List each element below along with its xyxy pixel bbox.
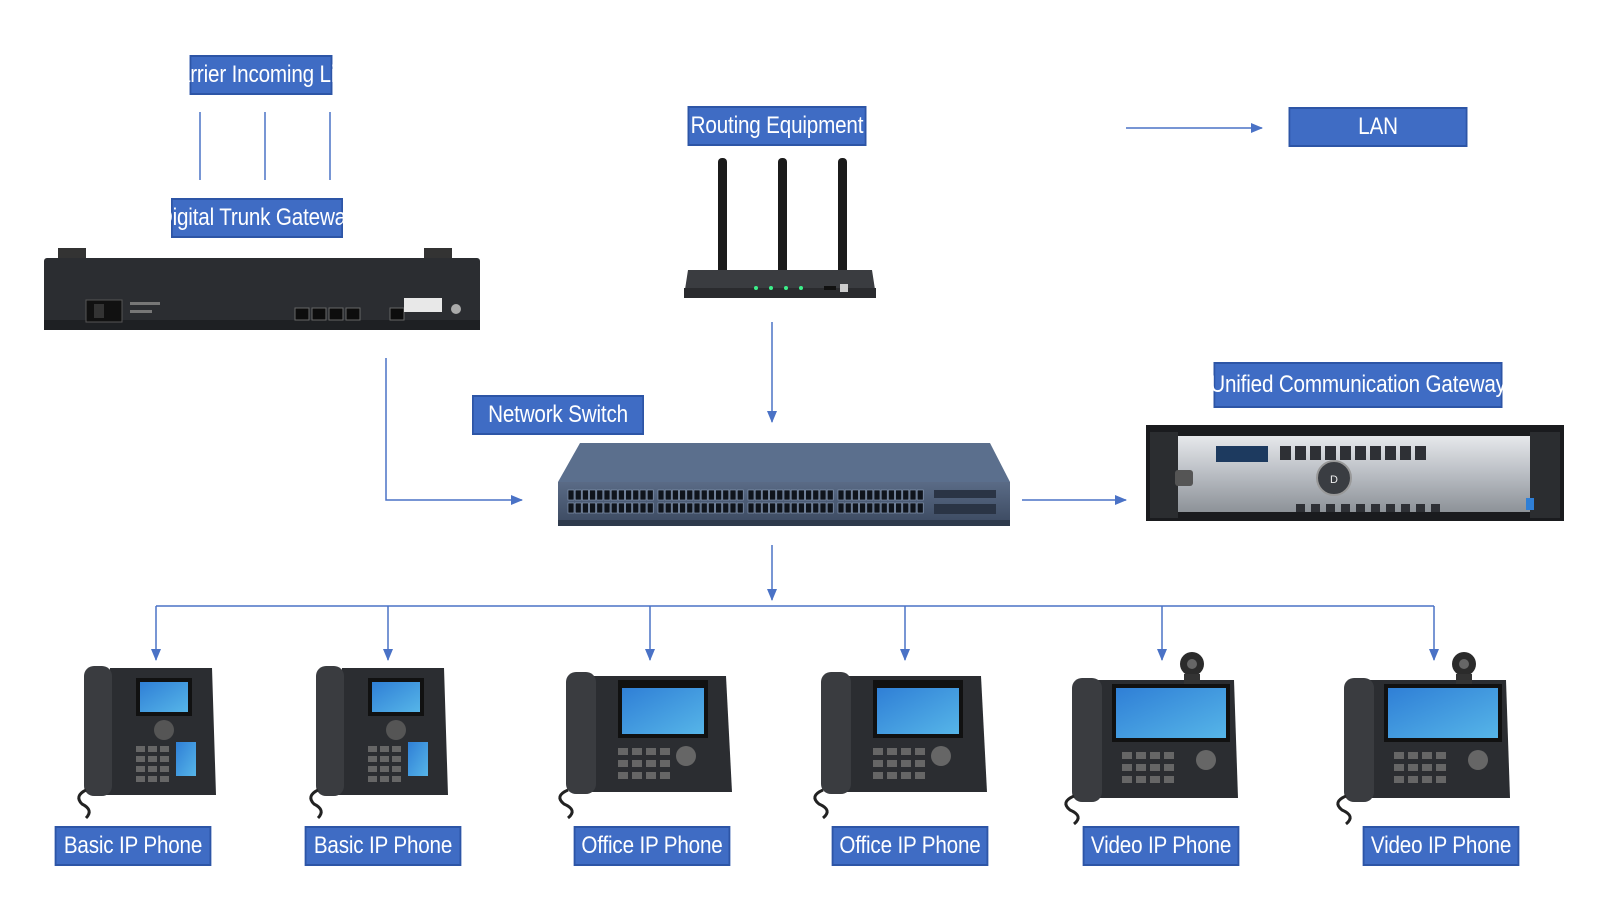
label-routing-equipment: Routing Equipment xyxy=(687,106,867,146)
label-phone-6: Video IP Phone xyxy=(1362,826,1520,866)
label-text: Video IP Phone xyxy=(1370,832,1512,859)
label-text: LAN xyxy=(1358,113,1398,140)
phone-device-1 xyxy=(77,666,216,820)
label-unified-communication-gateway: Unified Communication Gateway xyxy=(1210,362,1506,408)
label-phone-4: Office IP Phone xyxy=(831,826,989,866)
connectors xyxy=(151,112,1439,661)
phone-device-2 xyxy=(309,666,448,820)
label-phone-3: Office IP Phone xyxy=(573,826,731,866)
label-network-switch: Network Switch xyxy=(472,395,644,435)
label-lan: LAN xyxy=(1288,107,1468,147)
label-text: Digital Trunk Gateway xyxy=(157,204,357,231)
label-text: Office IP Phone xyxy=(839,832,981,859)
phone-device-4 xyxy=(813,672,987,820)
label-text: Video IP Phone xyxy=(1090,832,1232,859)
trunk-to-switch-arrow xyxy=(385,358,523,505)
label-text: Unified Communication Gateway xyxy=(1210,371,1506,398)
svg-text:D: D xyxy=(1330,474,1338,486)
label-digital-trunk-gateway: Digital Trunk Gateway xyxy=(158,198,356,238)
label-text: Carrier Incoming Line xyxy=(164,61,358,88)
phone-device-5 xyxy=(1064,652,1238,826)
network-switch-device xyxy=(558,443,1010,526)
label-phone-1: Basic IP Phone xyxy=(54,826,212,866)
phone-device-3 xyxy=(558,672,732,820)
label-text: Basic IP Phone xyxy=(63,832,203,859)
unified-communication-gateway-device: D xyxy=(1146,425,1564,521)
label-carrier-incoming-line: Carrier Incoming Line xyxy=(164,55,358,95)
router-device xyxy=(684,158,876,298)
label-text: Network Switch xyxy=(488,401,628,428)
label-text: Routing Equipment xyxy=(690,112,864,139)
label-phone-2: Basic IP Phone xyxy=(304,826,462,866)
label-text: Basic IP Phone xyxy=(313,832,453,859)
label-text: Office IP Phone xyxy=(581,832,723,859)
phone-device-6 xyxy=(1336,652,1510,826)
phones-group xyxy=(77,652,1510,826)
label-phone-5: Video IP Phone xyxy=(1082,826,1240,866)
digital-trunk-gateway-device xyxy=(44,248,480,330)
